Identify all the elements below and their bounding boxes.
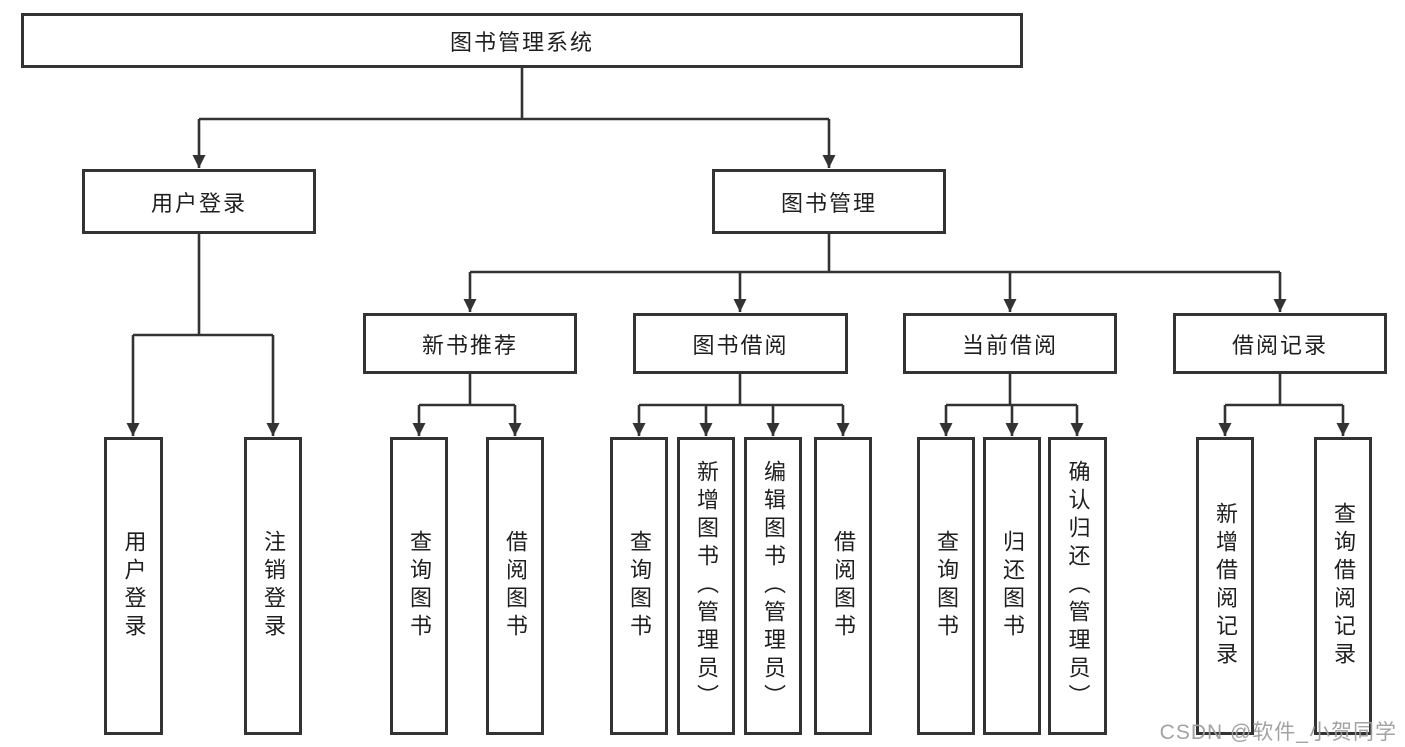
node-label: 编辑图书（管理员） [761, 460, 786, 712]
node-query-borrow-record: 查询借阅记录 [1314, 437, 1372, 735]
node-label: 新增借阅记录 [1213, 502, 1238, 670]
node-add-book-admin: 新增图书（管理员） [677, 437, 735, 735]
node-label: 查询图书 [627, 530, 652, 642]
node-library-system: 图书管理系统 [21, 13, 1023, 68]
node-label: 查询图书 [407, 530, 432, 642]
node-book-borrow: 图书借阅 [633, 313, 848, 374]
node-label: 注销登录 [261, 530, 286, 642]
node-label: 新增图书（管理员） [694, 460, 719, 712]
csdn-watermark: CSDN @软件_小贺同学 [1159, 721, 1397, 744]
node-query-book-current: 查询图书 [917, 437, 975, 735]
node-label: 图书借阅 [692, 332, 789, 358]
node-label: 借阅记录 [1231, 332, 1328, 358]
node-query-book-borrow: 查询图书 [610, 437, 668, 735]
node-label: 归还图书 [1000, 530, 1025, 642]
node-current-borrow: 当前借阅 [903, 313, 1117, 374]
node-label: 用户登录 [121, 530, 147, 642]
node-borrow-book-action: 借阅图书 [814, 437, 872, 735]
node-label: 图书管理 [780, 190, 877, 216]
node-return-book: 归还图书 [983, 437, 1041, 735]
node-label: 确认归还（管理员） [1065, 460, 1091, 712]
node-borrow-book-newbook: 借阅图书 [486, 437, 544, 735]
node-add-borrow-record: 新增借阅记录 [1196, 437, 1254, 735]
node-logout-action: 注销登录 [244, 437, 302, 735]
node-edit-book-admin: 编辑图书（管理员） [744, 437, 802, 735]
node-query-book-newbook: 查询图书 [390, 437, 448, 735]
node-label: 查询借阅记录 [1331, 502, 1356, 670]
node-new-book-recommend: 新书推荐 [363, 313, 577, 374]
node-user-login: 用户登录 [82, 169, 316, 234]
node-label: 借阅图书 [831, 530, 856, 642]
node-label: 当前借阅 [961, 332, 1058, 358]
node-book-management: 图书管理 [712, 169, 946, 234]
node-label: 图书管理系统 [449, 29, 594, 55]
node-label: 新书推荐 [421, 332, 518, 358]
node-confirm-return-admin: 确认归还（管理员） [1048, 437, 1107, 735]
node-user-login-action: 用户登录 [104, 437, 163, 735]
node-label: 用户登录 [150, 190, 247, 216]
node-label: 借阅图书 [503, 530, 528, 642]
node-borrow-record: 借阅记录 [1173, 313, 1387, 374]
node-label: 查询图书 [934, 530, 959, 642]
